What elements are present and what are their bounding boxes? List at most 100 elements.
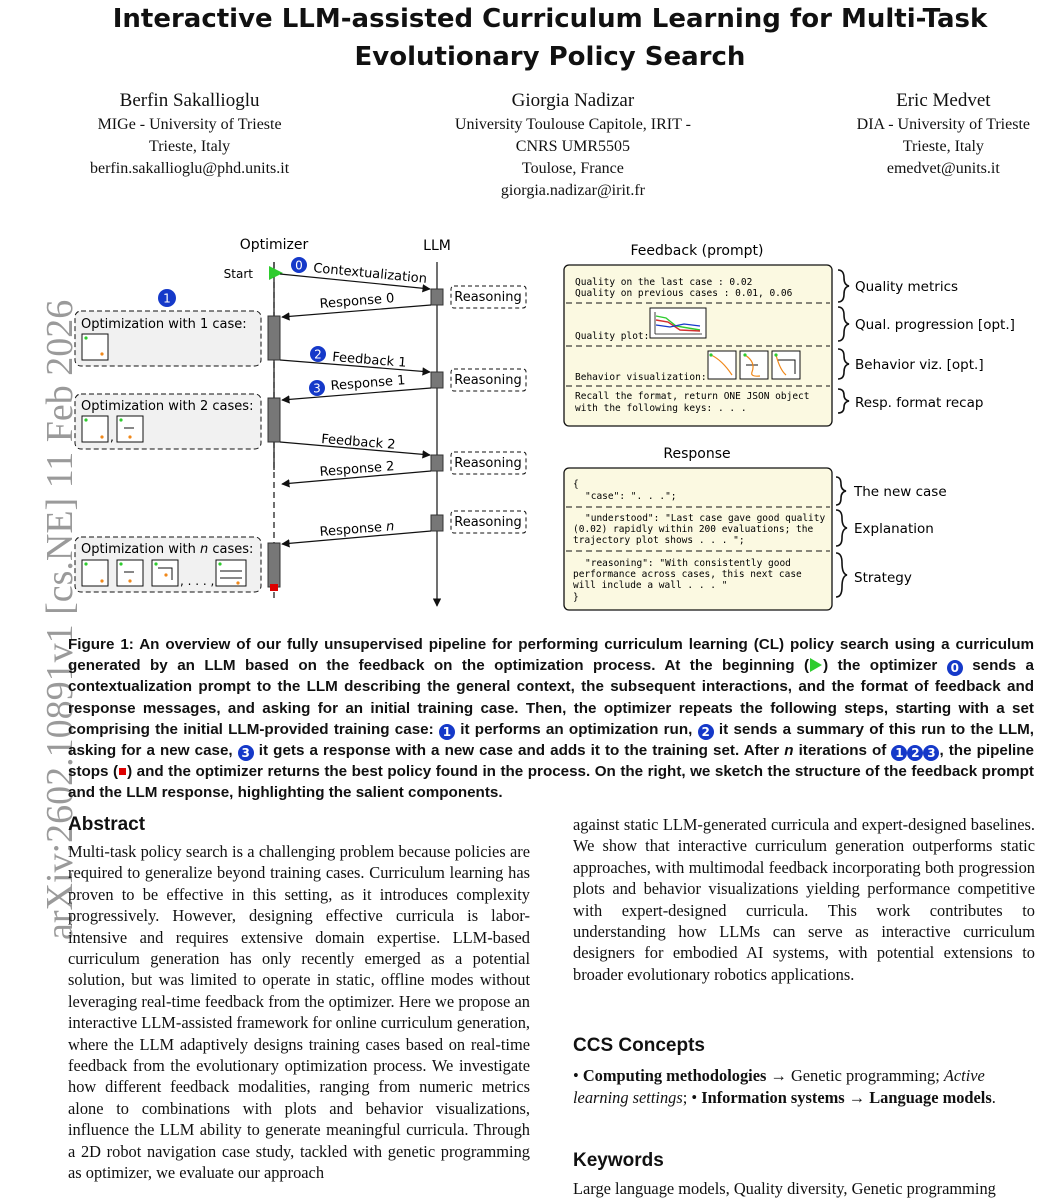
svg-text:2: 2: [314, 348, 322, 362]
quality-last-case: Quality on the last case : 0.02: [575, 277, 752, 288]
feedback-2-label: Feedback 2: [321, 432, 396, 453]
reasoning-label: Reasoning: [454, 515, 521, 530]
author-affiliation: MIGe - University of Trieste: [97, 116, 282, 133]
reasoning-label: Reasoning: [454, 290, 521, 305]
author-name: Giorgia Nadizar: [511, 90, 635, 111]
feedback-title: Feedback (prompt): [631, 243, 764, 259]
badge-1: 1: [158, 289, 176, 307]
optimizer-activation-n: [267, 542, 281, 588]
start-label: Start: [224, 267, 254, 281]
response-2-label: Response 2: [319, 459, 395, 480]
optimization-2-label: Optimization with 2 cases:: [81, 399, 253, 414]
reasoning-box-1: Reasoning: [450, 368, 527, 392]
abstract-text: Multi-task policy search is a challengin…: [68, 842, 530, 1183]
paper-title: Interactive LLM-assisted Curriculum Lear…: [60, 0, 1037, 76]
author-name: Eric Medvet: [896, 90, 991, 111]
response-reasoning-2: performance across cases, this next case: [573, 569, 802, 580]
response-reasoning-3: will include a wall . . . ": [573, 580, 727, 591]
quality-plot-label: Quality plot:: [575, 331, 649, 342]
llm-activation-2: [430, 454, 444, 472]
feedback-panel: Quality on the last case : 0.02 Quality …: [563, 264, 833, 427]
response-reasoning-1: "reasoning": "With consistently good: [585, 558, 791, 569]
author-name: Berfin Sakallioglu: [119, 90, 260, 111]
badge-3: 3: [309, 380, 325, 396]
keywords-heading: Keywords: [573, 1150, 664, 1172]
llm-activation-1: [430, 371, 444, 389]
badge-2: 2: [310, 346, 326, 362]
feedback-annotations: Quality metrics Qual. progression [opt.]…: [837, 269, 1015, 414]
author-email: emedvet@units.it: [886, 160, 1000, 177]
ccs-heading: CCS Concepts: [573, 1035, 705, 1057]
response-panel: { "case": ". . ."; "understood": "Last c…: [563, 467, 833, 611]
optimization-box-n: Optimization with n cases: , . . . ,: [74, 536, 262, 593]
title-line-2: Evolutionary Policy Search: [354, 42, 746, 72]
author-affiliation: DIA - University of Trieste: [856, 116, 1030, 133]
author-affiliation-2: CNRS UMR5505: [515, 138, 631, 155]
svg-text:1: 1: [163, 292, 171, 306]
right-column: against static LLM-generated curricula a…: [573, 814, 1035, 1199]
response-1-arrow: [281, 387, 432, 404]
author-affiliation: University Toulouse Capitole, IRIT -: [454, 116, 691, 133]
annotation-response-format: Resp. format recap: [855, 395, 983, 411]
response-annotations: The new case Explanation Strategy: [835, 476, 947, 598]
quality-previous-cases: Quality on previous cases : 0.01, 0.06: [575, 288, 793, 299]
optimizer-label: Optimizer: [240, 237, 309, 253]
feedback-1-label: Feedback 1: [332, 350, 407, 371]
author-3: Eric Medvet DIA - University of Trieste …: [857, 88, 1030, 202]
author-email: berfin.sakallioglu@phd.units.it: [90, 160, 290, 177]
ellipsis: , . . . ,: [180, 574, 214, 588]
stop-icon: [119, 768, 127, 776]
response-n-label: Response n: [319, 519, 395, 540]
annotation-behavior-viz: Behavior viz. [opt.]: [855, 357, 984, 373]
optimization-box-1: Optimization with 1 case:: [74, 310, 262, 367]
response-n-arrow: [281, 530, 432, 548]
svg-text:3: 3: [313, 382, 321, 396]
response-case: "case": ". . .";: [585, 491, 677, 502]
badge-2-icon: 2: [907, 745, 924, 762]
feedback-2-arrow: [279, 441, 431, 459]
llm-activation-n: [430, 514, 444, 532]
llm-activation-0: [430, 288, 444, 306]
arxiv-stamp: arXiv:2602.10891v1 [cs.NE] 11 Feb 2026: [0, 260, 81, 940]
badge-0: 0: [291, 257, 307, 273]
reasoning-label: Reasoning: [454, 456, 521, 471]
title-line-1: Interactive LLM-assisted Curriculum Lear…: [112, 4, 988, 34]
abstract-heading: Abstract: [68, 814, 146, 835]
format-recap-line-1: Recall the format, return ONE JSON objec…: [575, 391, 810, 402]
author-location: Trieste, Italy: [148, 138, 231, 155]
badge-3-icon: 3: [923, 745, 940, 762]
quality-plot-thumb: [649, 307, 707, 339]
response-0-arrow: [281, 304, 432, 321]
start-icon: [810, 658, 823, 673]
optimization-1-label: Optimization with 1 case:: [81, 317, 247, 332]
badge-1-icon: 1: [438, 723, 455, 740]
response-understood-3: trajectory plot shows . . . ";: [573, 535, 745, 546]
reasoning-label: Reasoning: [454, 373, 521, 388]
llm-label: LLM: [423, 238, 451, 254]
annotation-new-case: The new case: [853, 484, 947, 500]
response-2-arrow: [281, 470, 432, 488]
svg-text:0: 0: [295, 259, 303, 273]
reasoning-box-0: Reasoning: [450, 285, 527, 309]
badge-3-icon: 3: [237, 745, 254, 762]
json-close-brace: }: [573, 592, 579, 603]
badge-1-icon: 1: [891, 745, 908, 762]
author-location: Trieste, Italy: [902, 138, 984, 155]
optimization-n-label: Optimization with n cases:: [81, 542, 253, 557]
figure-1: Optimizer LLM Start Reasoning Reasoning …: [74, 237, 1015, 611]
reasoning-box-n: Reasoning: [450, 510, 527, 534]
author-2: Giorgia Nadizar University Toulouse Capi…: [455, 88, 691, 202]
start-icon: [269, 266, 283, 280]
figure-caption: Figure 1: An overview of our fully unsup…: [68, 636, 1034, 802]
annotation-strategy: Strategy: [854, 570, 912, 586]
response-understood-2: (0.02) rapidly within 200 evaluations; t…: [573, 524, 813, 535]
response-0-label: Response 0: [319, 291, 395, 312]
author-location: Toulose, France: [521, 160, 624, 177]
abstract-section: Abstract Multi-task policy search is a c…: [68, 812, 530, 1184]
keywords-text: Large language models, Quality diversity…: [573, 1179, 996, 1199]
json-open-brace: {: [573, 479, 579, 490]
response-understood-1: "understood": "Last case gave good quali…: [585, 513, 825, 524]
optimizer-activation-2: [267, 397, 281, 443]
annotation-explanation: Explanation: [854, 521, 934, 537]
svg-text:,: ,: [110, 430, 114, 444]
